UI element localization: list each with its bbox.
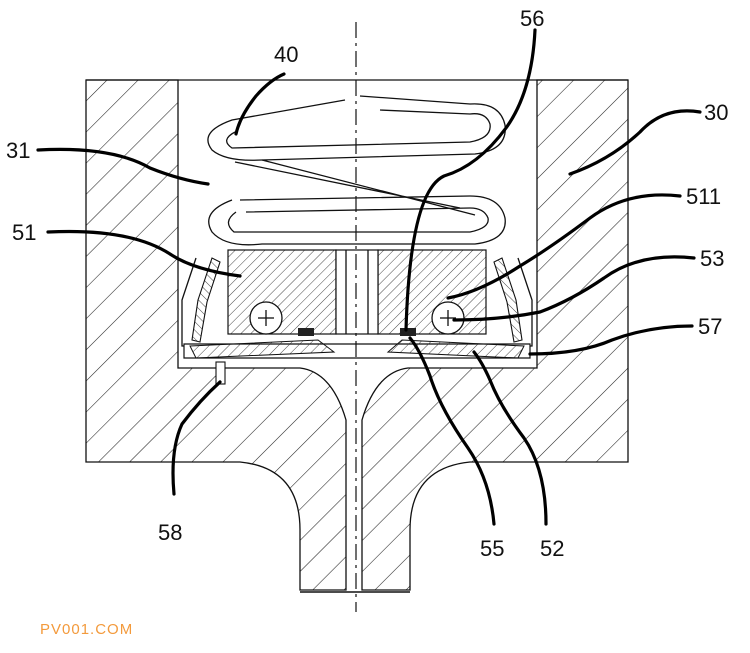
spring-coil-mid	[208, 195, 506, 246]
label-57: 57	[698, 314, 722, 339]
leader-57	[528, 324, 694, 356]
housing	[85, 79, 629, 593]
label-58: 58	[158, 520, 182, 545]
left-seal	[298, 328, 314, 336]
spring-coil-mid-inner	[227, 207, 489, 233]
spring-coil-top-inner	[226, 109, 491, 149]
label-31: 31	[6, 138, 30, 163]
spring-diagonal-1	[234, 159, 476, 216]
leader-40	[234, 72, 286, 136]
leader-51	[46, 229, 242, 278]
leader-58	[171, 380, 222, 496]
left-clip-arm	[191, 257, 221, 343]
housing-right-wall	[361, 79, 629, 591]
label-55: 55	[480, 536, 504, 561]
label-40: 40	[274, 42, 298, 67]
right-clip-arm	[493, 257, 523, 343]
pin	[215, 361, 226, 385]
leader-53	[452, 255, 696, 322]
right-seal	[400, 328, 416, 336]
right-roller	[431, 301, 465, 335]
leader-lines	[36, 28, 702, 526]
leader-511	[446, 193, 682, 300]
spring	[207, 95, 506, 246]
label-51: 51	[12, 220, 36, 245]
watermark: PV001.COM	[40, 621, 133, 638]
label-56: 56	[520, 6, 544, 31]
label-30: 30	[704, 100, 728, 125]
leader-55	[408, 336, 496, 526]
left-roller	[249, 301, 283, 335]
seat-plate-right-taper	[386, 339, 525, 359]
label-511: 511	[686, 184, 721, 209]
reference-labels: 40 56 30 31 511 51 53 57 58 55 52	[6, 6, 728, 561]
label-53: 53	[700, 246, 724, 271]
leader-52	[472, 350, 548, 526]
label-52: 52	[540, 536, 564, 561]
leader-31	[36, 147, 210, 186]
seat-plate-left-taper	[189, 339, 336, 359]
housing-left-wall	[85, 79, 347, 591]
leader-56	[404, 28, 537, 332]
leader-30	[568, 109, 702, 176]
valve-stem-channel	[335, 249, 379, 335]
spring-coil-top	[207, 95, 506, 161]
